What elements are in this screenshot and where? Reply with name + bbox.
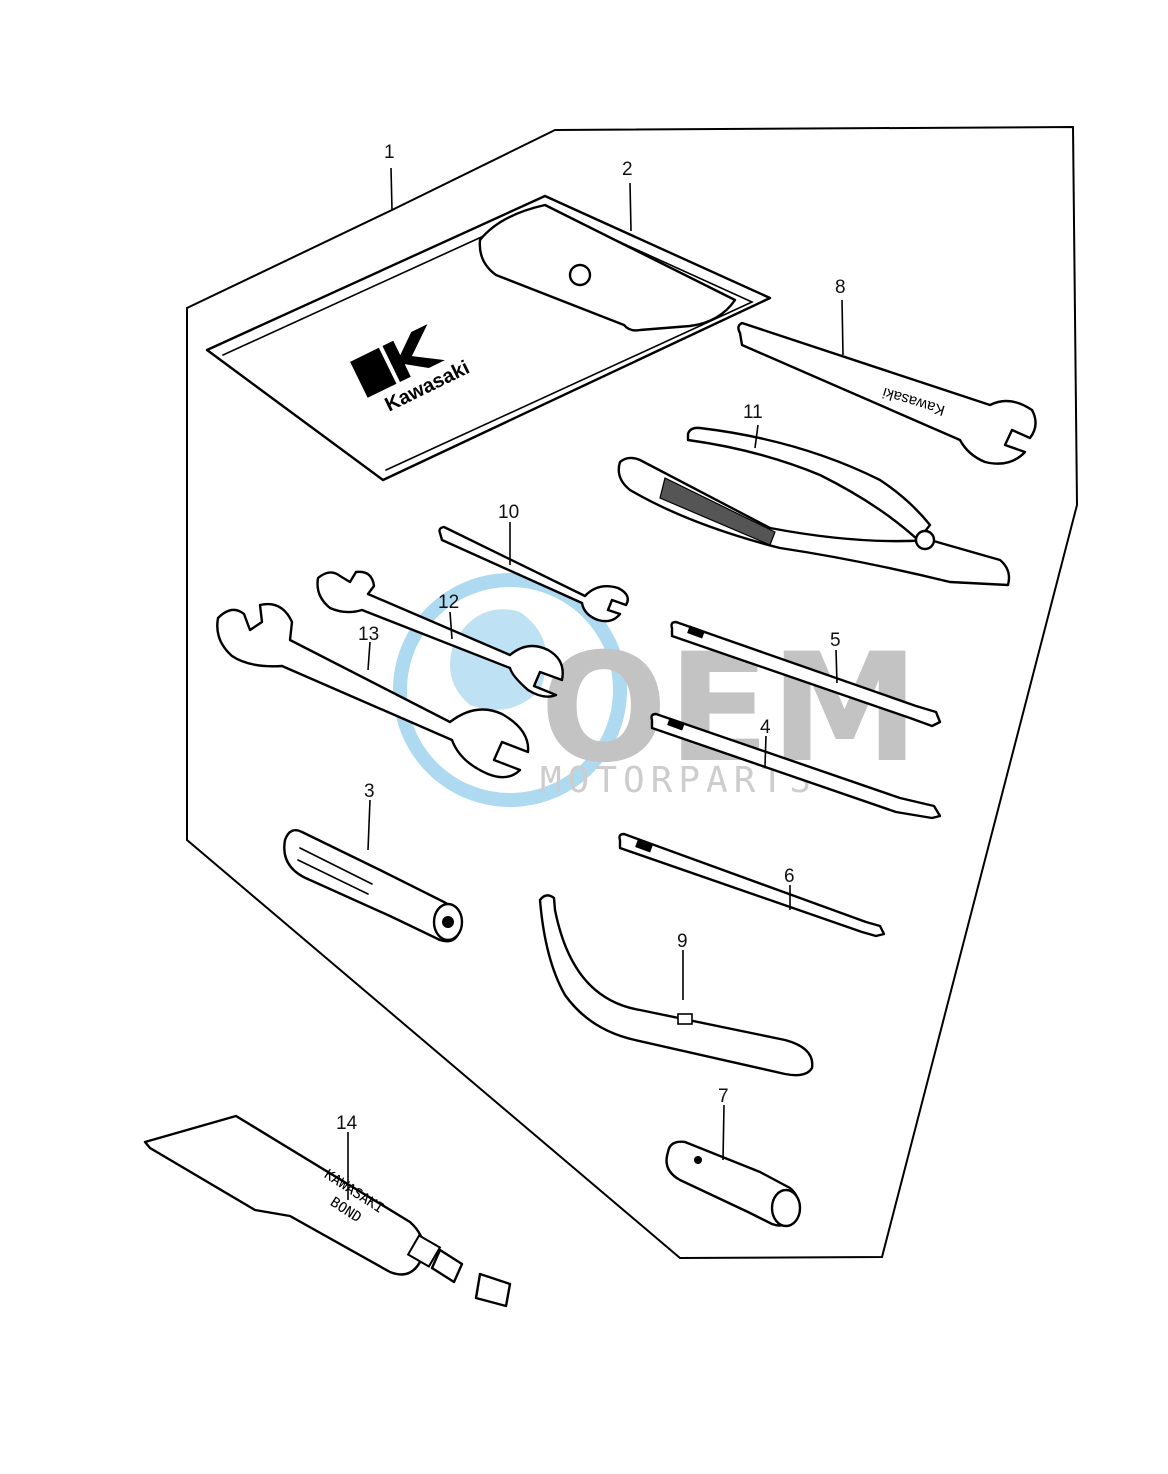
callout-6: 6 [784, 866, 795, 887]
callout-4: 4 [760, 717, 771, 738]
callout-1: 1 [384, 142, 395, 163]
callout-10: 10 [498, 502, 519, 523]
callouts: 1 2 8 11 10 12 13 5 4 3 6 9 7 14 [336, 142, 846, 1134]
callout-8: 8 [835, 277, 846, 298]
plug-socket-7 [665, 1140, 802, 1228]
handle-3 [283, 829, 464, 943]
globe-icon [393, 573, 627, 807]
callout-5: 5 [830, 630, 841, 651]
leader-lines [347, 167, 844, 1200]
tool-pouch: Kawasaki [205, 194, 772, 482]
callout-7: 7 [718, 1086, 729, 1107]
screwdriver-5 [670, 620, 942, 728]
callout-13: 13 [358, 624, 379, 645]
callout-2: 2 [622, 159, 633, 180]
callout-12: 12 [438, 592, 459, 613]
screwdriver-4 [650, 712, 942, 820]
hook-spanner-9 [538, 894, 814, 1077]
kit-outline [186, 125, 1079, 1260]
screwdriver-6 [618, 832, 886, 938]
callout-14: 14 [336, 1113, 358, 1134]
wrench-13 [216, 602, 530, 779]
callout-9: 9 [677, 931, 688, 952]
pliers-11 [617, 426, 1011, 587]
callout-3: 3 [364, 781, 375, 802]
wrench-12 [316, 570, 564, 698]
callout-11: 11 [743, 402, 763, 423]
bond-tube-14: KAWASAKI BOND [143, 1114, 512, 1308]
wrench-10 [438, 525, 629, 623]
